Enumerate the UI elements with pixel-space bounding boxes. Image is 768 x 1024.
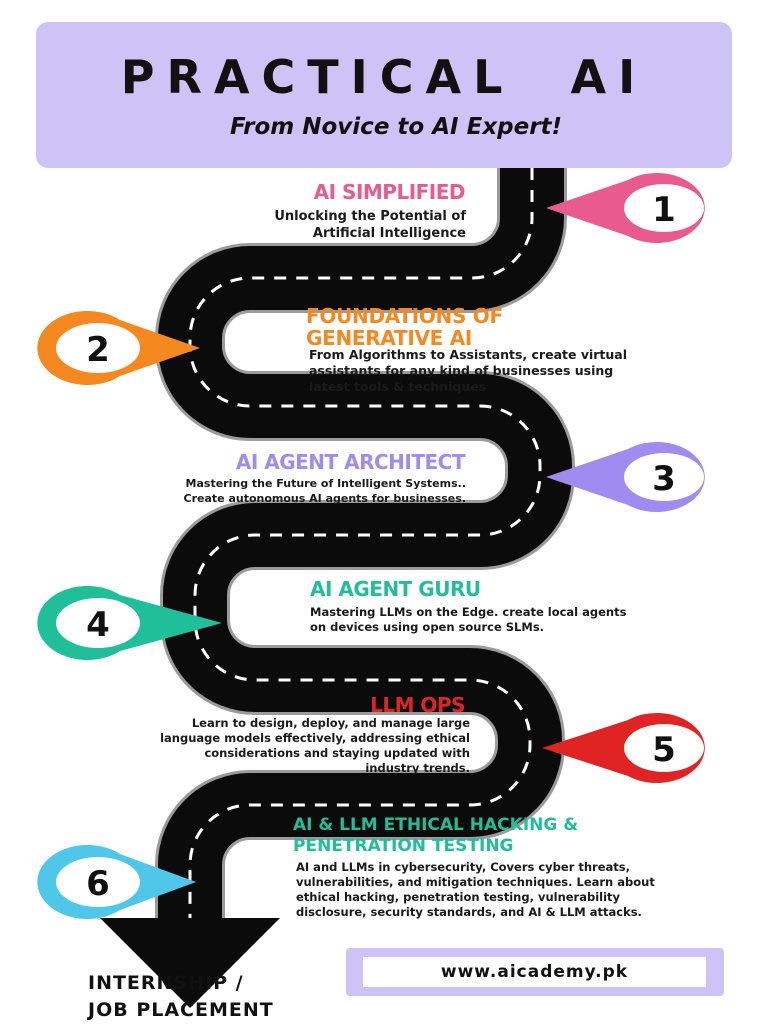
- step-1-number: 1: [652, 190, 676, 230]
- step-5-number: 5: [652, 730, 676, 770]
- step-5-title: LLM OPS: [370, 693, 465, 717]
- step-6-description-line: ethical hacking, penetration testing, vu…: [296, 890, 621, 904]
- step-4-description-line: Mastering LLMs on the Edge. create local…: [310, 605, 627, 619]
- step-6-description: AI and LLMs in cybersecurity, Covers cyb…: [296, 860, 736, 920]
- step-5-description-line: industry trends.: [365, 761, 470, 775]
- step-3-title: AI AGENT ARCHITECT: [235, 450, 466, 474]
- destination-line: INTERNSHIP /: [88, 972, 244, 994]
- subtitle: From Novice to AI Expert!: [229, 114, 563, 140]
- step-2-title: FOUNDATIONS OF GENERATIVE AI: [306, 305, 503, 349]
- step-3-number: 3: [652, 459, 676, 499]
- destination-label: INTERNSHIP / JOB PLACEMENT: [88, 970, 274, 1024]
- step-3-description: Mastering the Future of Intelligent Syst…: [90, 476, 466, 506]
- step-2-description-line: latest tools & techniques: [309, 379, 487, 394]
- step-5-description: Learn to design, deploy, and manage larg…: [90, 716, 470, 776]
- step-4-description-line: on devices using open source SLMs.: [310, 620, 545, 634]
- main-title: PRACTICAL AI: [120, 50, 648, 104]
- step-1-title: AI SIMPLIFIED: [313, 180, 466, 204]
- step-4-marker: 4: [37, 585, 223, 660]
- step-4-description: Mastering LLMs on the Edge. create local…: [310, 605, 720, 635]
- step-5-description-line: considerations and staying updated with: [204, 746, 470, 760]
- road-arrow-head: [100, 918, 280, 1008]
- step-6-description-line: AI and LLMs in cybersecurity, Covers cyb…: [296, 860, 630, 874]
- step-3-description-line: Create autonomous AI agents for business…: [183, 492, 466, 505]
- step-3-marker: 3: [546, 442, 705, 512]
- step-2-description-line: assistants for any kind of businesses us…: [309, 363, 614, 378]
- website-box: www.aicademy.pk: [346, 948, 724, 996]
- step-6-title-line: PENETRATION TESTING: [293, 836, 514, 856]
- step-5-description-line: language models effectively, addressing …: [160, 731, 470, 745]
- step-6-description-line: disclosure, security standards, and AI &…: [296, 905, 642, 919]
- step-2-title-line: FOUNDATIONS OF: [306, 304, 503, 328]
- step-6-marker: 6: [37, 844, 197, 919]
- step-5-marker: 5: [542, 713, 705, 783]
- step-3-description-line: Mastering the Future of Intelligent Syst…: [185, 477, 466, 490]
- step-1-marker: 1: [546, 172, 705, 243]
- step-6-title-line: AI & LLM ETHICAL HACKING &: [293, 815, 579, 835]
- header-banner: [36, 22, 732, 168]
- step-2-description: From Algorithms to Assistants, create vi…: [309, 347, 719, 395]
- step-1-description-line: Unlocking the Potential of: [274, 209, 466, 224]
- step-6-description-line: vulnerabilities, and mitigation techniqu…: [296, 875, 655, 889]
- road-surface: [158, 168, 572, 920]
- step-5-description-line: Learn to design, deploy, and manage larg…: [191, 716, 470, 730]
- step-6-number: 6: [86, 864, 110, 904]
- step-4-title: AI AGENT GURU: [310, 577, 481, 601]
- step-1-description: Unlocking the Potential of Artificial In…: [150, 208, 466, 242]
- step-6-title: AI & LLM ETHICAL HACKING & PENETRATION T…: [293, 815, 578, 857]
- road-center-line: [188, 168, 542, 920]
- step-4-number: 4: [86, 605, 110, 645]
- destination-line: JOB PLACEMENT: [88, 999, 274, 1021]
- step-2-number: 2: [86, 330, 110, 370]
- step-2-description-line: From Algorithms to Assistants, create vi…: [309, 347, 628, 362]
- website-url[interactable]: www.aicademy.pk: [363, 957, 706, 987]
- step-1-description-line: Artificial Intelligence: [312, 226, 466, 241]
- step-2-title-line: GENERATIVE AI: [306, 326, 473, 350]
- step-2-marker: 2: [37, 311, 201, 385]
